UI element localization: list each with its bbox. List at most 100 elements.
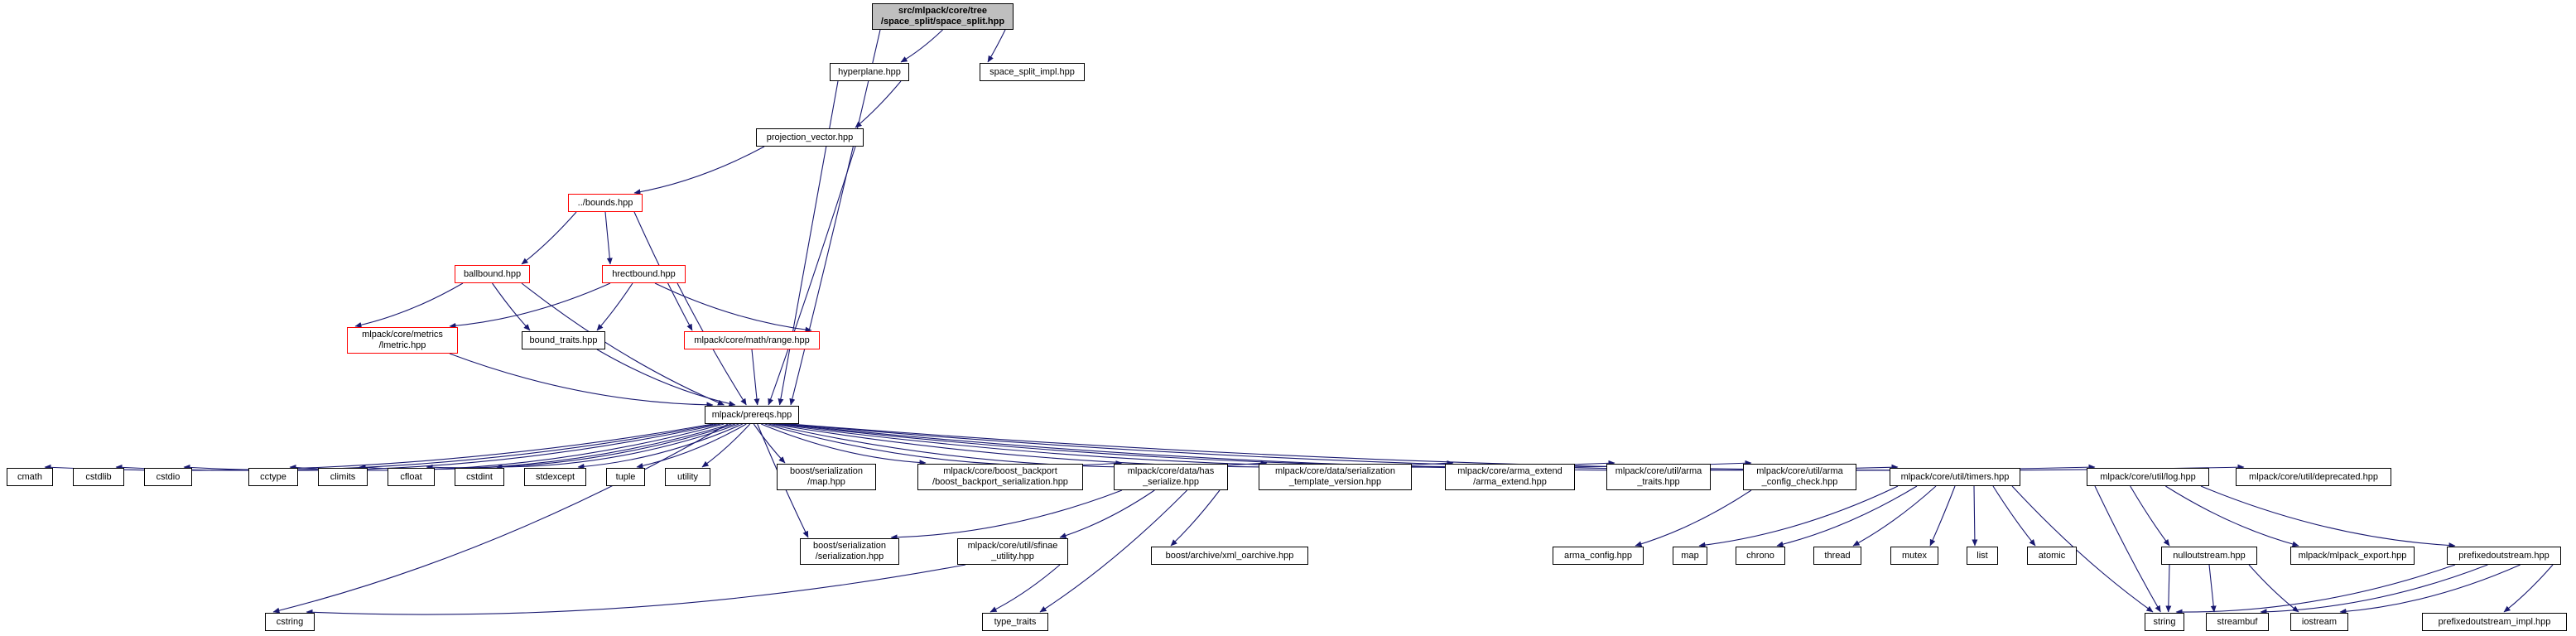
node-hrectbound[interactable]: hrectbound.hpp	[602, 265, 686, 283]
node-arma-config-check[interactable]: mlpack/core/util/arma_config_check.hpp	[1743, 464, 1856, 490]
edge-projection-vector-to-bounds	[633, 146, 765, 195]
edge-lmetric-to-prereqs	[449, 353, 714, 408]
node-label: type_traits	[994, 616, 1037, 627]
edge-prefixedoutstream-to-iostream	[2339, 564, 2521, 614]
node-log[interactable]: mlpack/core/util/log.hpp	[2087, 468, 2209, 486]
edge-range-to-prereqs	[751, 349, 760, 406]
node-boost-serialization-map: boost/serialization/map.hpp	[777, 464, 876, 490]
edge-timers-to-mutex	[1929, 485, 1956, 547]
node-ballbound[interactable]: ballbound.hpp	[455, 265, 530, 283]
edge-prereqs-to-cfloat	[426, 423, 736, 470]
node-arma-extend[interactable]: mlpack/core/arma_extend/arma_extend.hpp	[1445, 464, 1575, 490]
node-label: cmath	[17, 471, 42, 482]
node-label: list	[1977, 550, 1988, 561]
node-label: streambuf	[2217, 616, 2258, 627]
node-label: boost/archive/xml_oarchive.hpp	[1165, 550, 1294, 561]
node-mlpack-export[interactable]: mlpack/mlpack_export.hpp	[2290, 547, 2415, 565]
edge-ballbound-to-prereqs	[521, 282, 725, 406]
node-stdexcept: stdexcept	[524, 468, 586, 486]
node-map: map	[1673, 547, 1707, 565]
node-label: climits	[330, 471, 356, 482]
node-label: _utility.hpp	[991, 552, 1034, 561]
node-label: /serialization.hpp	[815, 552, 884, 561]
node-label: /space_split/space_split.hpp	[880, 17, 1005, 26]
node-label: mlpack/core/metrics	[362, 330, 443, 340]
node-utility: utility	[665, 468, 710, 486]
node-hyperplane[interactable]: hyperplane.hpp	[830, 63, 909, 81]
edge-nulloutstream-to-iostream	[2248, 564, 2299, 613]
edge-ballbound-to-lmetric	[354, 282, 464, 328]
node-climits: climits	[318, 468, 368, 486]
node-boost-backport-serialization[interactable]: mlpack/core/boost_backport/boost_backpor…	[917, 464, 1083, 490]
edge-arma-config-check-to-arma-config	[1635, 489, 1752, 547]
node-deprecated[interactable]: mlpack/core/util/deprecated.hpp	[2236, 468, 2391, 486]
edge-log-to-mlpack-export	[2165, 485, 2299, 547]
node-serialization-template-version[interactable]: mlpack/core/data/serialization_template_…	[1259, 464, 1412, 490]
node-label: mlpack/core/math/range.hpp	[694, 335, 810, 345]
edge-hyperplane-to-projection-vector	[855, 80, 902, 128]
node-label: space_split_impl.hpp	[989, 66, 1075, 77]
node-nulloutstream[interactable]: nulloutstream.hpp	[2161, 547, 2257, 565]
node-range[interactable]: mlpack/core/math/range.hpp	[684, 331, 820, 349]
node-cfloat: cfloat	[388, 468, 435, 486]
node-label: tuple	[615, 471, 636, 482]
node-bound-traits[interactable]: bound_traits.hpp	[522, 331, 605, 349]
node-lmetric[interactable]: mlpack/core/metrics/lmetric.hpp	[347, 327, 458, 354]
edge-hrectbound-to-range	[654, 282, 812, 333]
node-label: cstdio	[156, 471, 181, 482]
edge-prereqs-to-cstring	[272, 423, 729, 614]
node-label: mlpack/mlpack_export.hpp	[2298, 550, 2407, 561]
node-prereqs[interactable]: mlpack/prereqs.hpp	[705, 406, 799, 424]
edge-has-serialize-to-boost-serialization	[890, 489, 1123, 541]
node-label: mlpack/core/boost_backport	[943, 466, 1057, 476]
node-label: _traits.hpp	[1637, 477, 1680, 487]
node-cstdint: cstdint	[455, 468, 504, 486]
node-arma-config[interactable]: arma_config.hpp	[1553, 547, 1644, 565]
edge-log-to-nulloutstream	[2130, 485, 2170, 547]
edge-projection-vector-to-prereqs	[768, 146, 856, 406]
edge-prereqs-to-stdexcept	[577, 423, 744, 470]
edge-space-split-to-space-split-impl	[987, 29, 1006, 63]
node-label: iostream	[2301, 616, 2338, 627]
edge-prereqs-to-cstdlib	[115, 423, 717, 471]
node-prefixedoutstream[interactable]: prefixedoutstream.hpp	[2447, 547, 2561, 565]
node-space-split-impl[interactable]: space_split_impl.hpp	[980, 63, 1085, 81]
node-label: /boost_backport_serialization.hpp	[932, 477, 1068, 487]
edge-prereqs-to-cctype	[289, 423, 725, 471]
node-label: /lmetric.hpp	[378, 340, 426, 350]
edge-timers-to-thread	[1852, 485, 1937, 547]
edge-prereqs-to-boost-serialization-map	[753, 423, 786, 464]
edge-timers-to-string	[2011, 485, 2154, 613]
node-bounds[interactable]: ../bounds.hpp	[568, 194, 643, 212]
node-label: nulloutstream.hpp	[2173, 550, 2246, 561]
node-cmath: cmath	[7, 468, 53, 486]
node-has-serialize[interactable]: mlpack/core/data/has_serialize.hpp	[1114, 464, 1228, 490]
edge-sfinae-utility-to-type-traits	[989, 564, 1061, 613]
edge-ballbound-to-bound-traits	[492, 282, 531, 331]
node-label: /map.hpp	[807, 477, 845, 487]
node-label: _serialize.hpp	[1143, 477, 1199, 487]
node-label: cstdlib	[85, 471, 112, 482]
edge-hrectbound-to-bound-traits	[596, 282, 633, 331]
edge-bounds-to-ballbound	[521, 211, 577, 265]
node-projection-vector[interactable]: projection_vector.hpp	[756, 128, 864, 147]
node-label: prefixedoutstream_impl.hpp	[2438, 616, 2551, 627]
node-label: cstdint	[466, 471, 493, 482]
node-label: mutex	[1902, 550, 1927, 561]
node-label: prefixedoutstream.hpp	[2458, 550, 2550, 561]
node-label: mlpack/core/util/timers.hpp	[1900, 471, 2010, 482]
node-cctype: cctype	[248, 468, 298, 486]
node-prefixedoutstream-impl[interactable]: prefixedoutstream_impl.hpp	[2422, 613, 2567, 631]
node-sfinae-utility[interactable]: mlpack/core/util/sfinae_utility.hpp	[957, 538, 1068, 565]
node-label: mlpack/core/util/arma	[1756, 466, 1843, 476]
node-label: cstring	[276, 616, 304, 627]
node-label: arma_config.hpp	[1564, 550, 1632, 561]
node-timers[interactable]: mlpack/core/util/timers.hpp	[1890, 468, 2020, 486]
node-arma-traits[interactable]: mlpack/core/util/arma_traits.hpp	[1606, 464, 1711, 490]
edge-bounds-to-hrectbound	[604, 211, 613, 265]
node-label: /arma_extend.hpp	[1473, 477, 1547, 487]
node-string: string	[2145, 613, 2184, 631]
edge-has-serialize-to-xml-oarchive	[1170, 489, 1221, 547]
edge-log-to-string	[2094, 485, 2161, 613]
node-label: thread	[1824, 550, 1851, 561]
